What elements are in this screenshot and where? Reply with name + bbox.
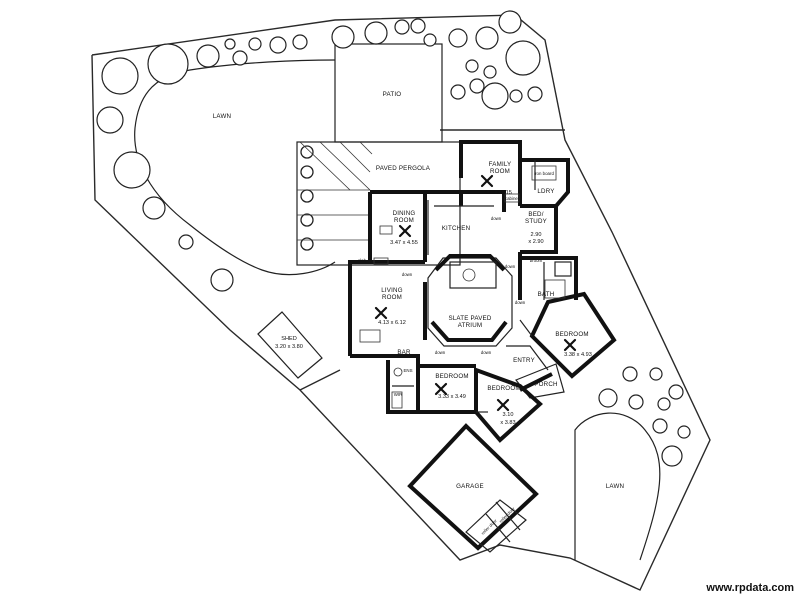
down-label-3: down xyxy=(505,264,516,269)
bedroom-lower-dim-2: x 3.83 xyxy=(500,420,515,426)
paved-pergola: PAVED PERGOLA xyxy=(296,141,461,266)
room-labels: FAMILY ROOM 4.69 x 5.15 iron board LDRY … xyxy=(358,161,592,536)
ironing-board-label: iron board xyxy=(534,171,554,176)
lawn-right: LAWN xyxy=(574,412,661,561)
ens-label: ENS xyxy=(403,368,412,373)
bedroom-mid-label: BEDROOM xyxy=(435,373,468,380)
bedroom-right-dim: 3.38 x 4.93 xyxy=(564,352,592,358)
fan-icon-bedroom-right xyxy=(563,338,577,352)
down-label-5: down xyxy=(481,350,492,355)
bed-study-label: BED/ xyxy=(528,211,543,218)
dining-room-label: DINING xyxy=(393,210,416,217)
patio: PATIO xyxy=(334,43,443,143)
fixtures xyxy=(359,165,566,409)
patio-label: PATIO xyxy=(383,91,402,98)
bedroom-right-label: BEDROOM xyxy=(555,331,588,338)
atrium-label: SLATE PAVED xyxy=(448,315,491,322)
bedroom-lower-label: BEDROOM xyxy=(487,385,520,392)
shed-label: SHED xyxy=(281,336,297,342)
bed-study-dim: 2.90 xyxy=(531,232,542,238)
fan-icon-family xyxy=(480,174,494,188)
entry-label: ENTRY xyxy=(513,357,535,364)
shed-dim: 3.20 x 3.80 xyxy=(275,344,303,350)
fan-icon-living xyxy=(374,306,388,320)
bedroom-lower-dim: 3.10 xyxy=(503,412,514,418)
down-label-1: down xyxy=(402,272,413,277)
lawn-right-label: LAWN xyxy=(606,483,624,490)
bedroom-mid-dim: 3.33 x 3.49 xyxy=(438,394,466,400)
living-room-dim: 4.13 x 6.12 xyxy=(378,320,406,326)
slab-label: slab xyxy=(358,258,367,263)
dining-room-dim: 3.47 x 4.55 xyxy=(390,240,418,246)
pergola-shrubs xyxy=(300,145,314,251)
living-room-label-2: ROOM xyxy=(382,294,402,301)
fan-icon-bedroom-lower xyxy=(496,398,510,412)
bed-study-label-2: STUDY xyxy=(525,218,547,225)
broom-label: broom xyxy=(530,258,543,263)
family-room-label-2: ROOM xyxy=(490,168,510,175)
laundry-label: LDRY xyxy=(537,188,554,195)
porch-label: PORCH xyxy=(534,381,557,388)
lot-boundary xyxy=(91,14,711,591)
ceiling-fans xyxy=(374,174,577,412)
dining-room-label-2: ROOM xyxy=(394,217,414,224)
family-room-label: FAMILY xyxy=(489,161,512,168)
watermark: www.rpdata.com xyxy=(706,582,794,594)
atrium-label-2: ATRIUM xyxy=(458,322,482,329)
bar-label: BAR xyxy=(397,349,411,356)
kitchen-label: KITCHEN xyxy=(442,225,471,232)
fan-icon-dining xyxy=(398,224,412,238)
down-label-4: down xyxy=(435,350,446,355)
down-label-2: down xyxy=(491,216,502,221)
fan-icon-bedroom-mid xyxy=(434,382,448,396)
garage-label: GARAGE xyxy=(456,483,484,490)
bed-study-dim-2: x 2.90 xyxy=(528,239,543,245)
down-label-6: down xyxy=(515,300,526,305)
wir-label: WIR xyxy=(394,392,403,397)
house-walls xyxy=(348,140,617,553)
shed: SHED 3.20 x 3.80 xyxy=(257,311,323,379)
cabinet-label: cabinet xyxy=(505,196,520,201)
living-room-label: LIVING xyxy=(381,287,403,294)
bath-label: BATH xyxy=(538,291,555,298)
lawn-left-label: LAWN xyxy=(213,113,231,120)
family-room-dim: 4.69 x 5.15 xyxy=(484,190,512,196)
trees xyxy=(96,10,691,467)
paved-pergola-label: PAVED PERGOLA xyxy=(376,165,431,172)
